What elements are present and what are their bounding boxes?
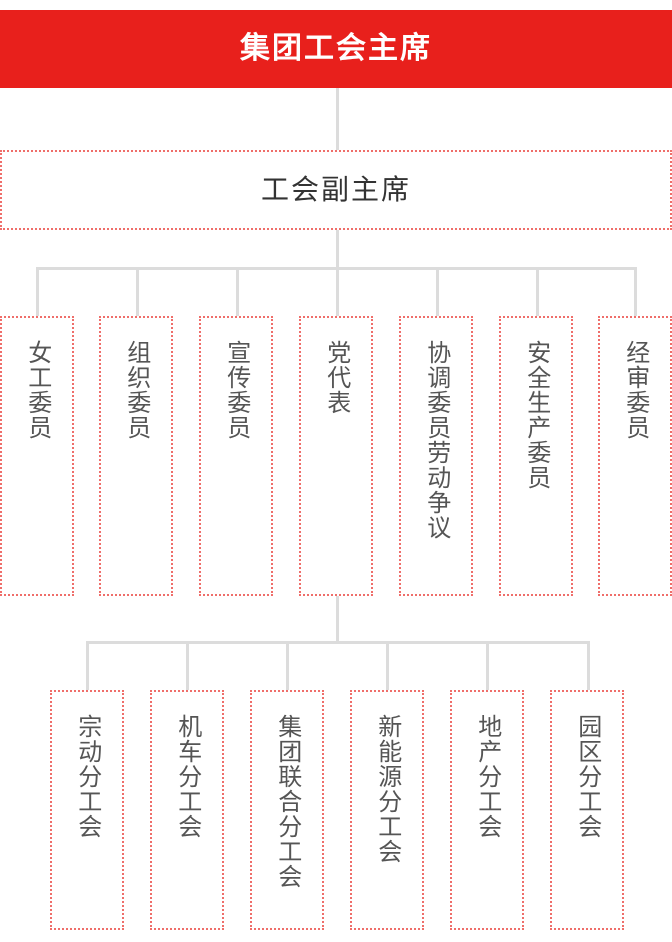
- org-node-zongdong-branch-union[interactable]: 宗动分工会: [50, 690, 124, 930]
- connector-level4-drop-3: [286, 641, 289, 691]
- connector-vice-stem: [336, 230, 339, 270]
- org-node-safety-production-committee[interactable]: 安全生产委员: [499, 316, 573, 596]
- connector-level3-to-level4-stem: [336, 596, 339, 644]
- org-node-real-estate-branch-union[interactable]: 地产分工会: [450, 690, 524, 930]
- org-node-coordination-labor-dispute-committee[interactable]: 协调委员劳动争议: [399, 316, 473, 596]
- org-node-vice-chair-label: 工会副主席: [260, 174, 411, 205]
- org-node-label-4-1: 宗动分工会: [73, 714, 101, 839]
- connector-level3-drop-7: [634, 267, 637, 317]
- connector-level4-drop-5: [486, 641, 489, 691]
- connector-level4-drop-2: [186, 641, 189, 691]
- connector-level3-drop-4: [336, 267, 339, 317]
- org-node-audit-committee[interactable]: 经审委员: [598, 316, 672, 596]
- org-node-organization-committee[interactable]: 组织委员: [99, 316, 173, 596]
- org-node-label-4-2: 机车分工会: [173, 714, 201, 839]
- org-node-label-4-5: 地产分工会: [473, 714, 501, 839]
- connector-level4-bus: [86, 641, 590, 644]
- connector-root-to-vice: [336, 88, 339, 150]
- org-node-group-joint-branch-union[interactable]: 集团联合分工会: [250, 690, 324, 930]
- org-node-locomotive-branch-union[interactable]: 机车分工会: [150, 690, 224, 930]
- connector-level3-drop-2: [136, 267, 139, 317]
- org-root-banner[interactable]: 集团工会主席: [0, 10, 672, 88]
- org-node-label-3-7: 经审委员: [621, 340, 649, 440]
- org-node-party-representative[interactable]: 党代表: [299, 316, 373, 596]
- org-node-label-3-2: 组织委员: [122, 340, 150, 440]
- org-node-label-3-5: 协调委员劳动争议: [422, 340, 450, 540]
- org-root-label: 集团工会主席: [240, 32, 432, 65]
- org-node-label-3-3: 宣传委员: [222, 340, 250, 440]
- org-node-label-3-1: 女工委员: [23, 340, 51, 440]
- connector-level3-drop-1: [36, 267, 39, 317]
- org-node-vice-chair[interactable]: 工会副主席: [0, 150, 672, 230]
- org-node-label-4-4: 新能源分工会: [373, 714, 401, 864]
- org-node-publicity-committee[interactable]: 宣传委员: [199, 316, 273, 596]
- org-node-label-3-6: 安全生产委员: [522, 340, 550, 490]
- org-node-label-4-6: 园区分工会: [573, 714, 601, 839]
- org-node-label-4-3: 集团联合分工会: [273, 714, 301, 889]
- org-node-new-energy-branch-union[interactable]: 新能源分工会: [350, 690, 424, 930]
- connector-level4-drop-4: [386, 641, 389, 691]
- org-node-park-branch-union[interactable]: 园区分工会: [550, 690, 624, 930]
- connector-level4-drop-1: [86, 641, 89, 691]
- org-node-women-workers-committee[interactable]: 女工委员: [0, 316, 74, 596]
- connector-level3-drop-5: [436, 267, 439, 317]
- connector-level3-drop-3: [236, 267, 239, 317]
- connector-level4-drop-6: [587, 641, 590, 691]
- connector-level3-drop-6: [536, 267, 539, 317]
- org-node-label-3-4: 党代表: [322, 340, 350, 415]
